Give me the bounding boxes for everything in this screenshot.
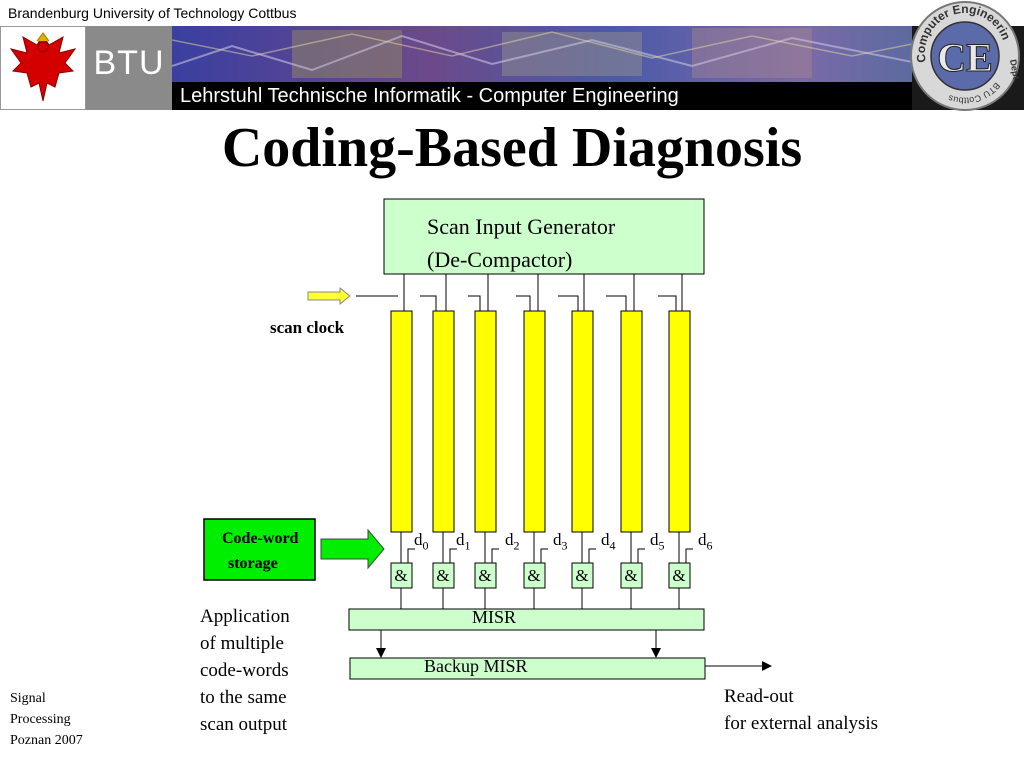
eagle-icon xyxy=(9,32,77,102)
generator-label-line2: (De-Compactor) xyxy=(427,247,573,272)
codeword-label-line1: Code-word xyxy=(222,530,299,547)
application-note-line: code-words xyxy=(200,660,289,681)
readout-note: Read-out for external analysis xyxy=(724,683,878,737)
d-label-4: d4 xyxy=(601,530,616,553)
brandenburg-eagle-crest xyxy=(0,26,86,110)
codeword-arrow xyxy=(320,528,385,570)
and-label-1: & xyxy=(436,566,450,585)
scan-chain-2 xyxy=(474,310,497,533)
and-label-0: & xyxy=(394,566,408,585)
scan-clock-arrow xyxy=(307,286,351,306)
readout-note-line: for external analysis xyxy=(724,713,879,734)
d-label-2: d2 xyxy=(505,530,520,553)
scan-clock-label: scan clock xyxy=(270,318,345,337)
scan-chain-6 xyxy=(668,310,691,533)
generator-label-line1: Scan Input Generator xyxy=(427,214,616,239)
backup-misr-box xyxy=(349,657,706,680)
and-label-2: & xyxy=(478,566,492,585)
scan-chain-3 xyxy=(523,310,546,533)
chain-connectors xyxy=(403,274,683,311)
d-label-5: d5 xyxy=(650,530,665,553)
footer-line: Poznan 2007 xyxy=(10,733,83,748)
d-label-3: d3 xyxy=(553,530,568,553)
btu-logo-box xyxy=(86,26,172,110)
chair-strip xyxy=(172,82,912,110)
and-label-6: & xyxy=(672,566,686,585)
btu-logo-text: BTU xyxy=(93,44,165,82)
and-gate-connectors xyxy=(400,532,693,563)
scan-chain-0 xyxy=(390,310,413,533)
scan-chain-5 xyxy=(620,310,643,533)
footer-line: Signal xyxy=(10,691,46,706)
chair-name: Lehrstuhl Technische Informatik - Comput… xyxy=(180,85,679,107)
readout-note-line: Read-out xyxy=(724,686,794,707)
logo-ring-right-text: Dept. xyxy=(1008,59,1022,83)
d-label-0: d0 xyxy=(414,530,429,553)
and-label-5: & xyxy=(624,566,638,585)
misr-label: MISR xyxy=(472,607,517,627)
misr-connectors xyxy=(400,588,680,609)
ce-logo-text: CE xyxy=(937,35,993,80)
and-label-3: & xyxy=(527,566,541,585)
d-label-6: d6 xyxy=(698,530,713,553)
and-label-4: & xyxy=(575,566,589,585)
application-note: Application of multiple code-words to th… xyxy=(200,603,290,738)
scan-chain-4 xyxy=(571,310,594,533)
slide-title: Coding-Based Diagnosis xyxy=(221,117,803,179)
circuit-banner-image xyxy=(172,26,912,82)
application-note-line: of multiple xyxy=(200,633,284,654)
application-note-line: scan output xyxy=(200,714,288,735)
scan-input-generator-box xyxy=(383,198,705,275)
codeword-storage-box xyxy=(203,518,316,581)
codeword-label-line2: storage xyxy=(228,555,278,572)
application-note-line: to the same xyxy=(200,687,287,708)
misr-box xyxy=(348,608,705,631)
application-note-line: Application xyxy=(200,606,290,627)
d-label-1: d1 xyxy=(456,530,471,553)
university-name: Brandenburg University of Technology Cot… xyxy=(8,5,297,21)
footer-line: Processing xyxy=(10,712,71,727)
backup-misr-label: Backup MISR xyxy=(424,656,528,676)
slide-footer: Signal Processing Poznan 2007 xyxy=(10,688,83,751)
scan-chain-1 xyxy=(432,310,455,533)
ce-dept-logo: Computer Engineering Dept. BTU Cottbus C… xyxy=(906,0,1022,111)
